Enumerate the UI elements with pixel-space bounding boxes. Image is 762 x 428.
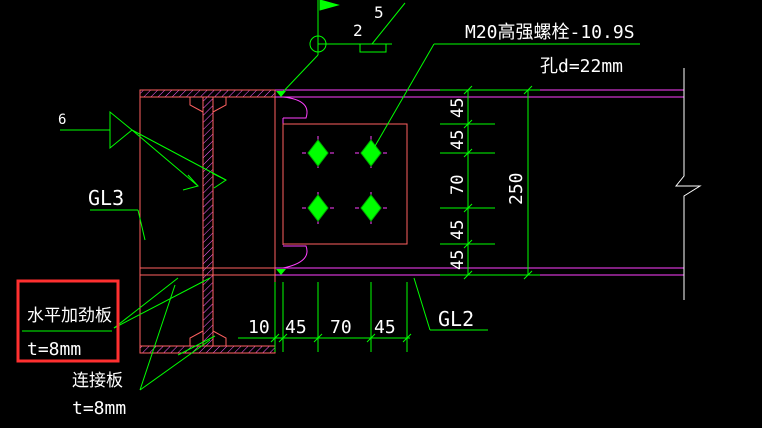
weld-mark-bottom xyxy=(276,269,286,275)
horizontal-dimension-chain xyxy=(238,282,412,352)
gl3-label: GL3 xyxy=(88,186,124,210)
break-line xyxy=(674,68,702,300)
vdim-4: 45 xyxy=(448,250,468,270)
vdim-total: 250 xyxy=(506,172,527,205)
connection-plate xyxy=(282,123,408,245)
conn-plate-thickness: t=8mm xyxy=(72,398,126,419)
hdim-2: 70 xyxy=(330,317,352,338)
highlight-box xyxy=(16,279,120,363)
bolt-1 xyxy=(302,136,334,170)
hole-diameter-label: 孔d=22mm xyxy=(540,56,623,77)
vdim-1: 45 xyxy=(448,130,468,150)
vdim-3: 45 xyxy=(448,220,468,240)
bolt-3 xyxy=(302,192,334,226)
hdim-1: 45 xyxy=(285,317,307,338)
top-flange-hatch xyxy=(139,89,276,98)
weld-mark-top xyxy=(276,91,286,97)
weld-size-6: 6 xyxy=(58,112,66,128)
bottom-flange-hatch xyxy=(139,345,276,354)
conn-plate-name: 连接板 xyxy=(72,371,123,391)
stiffener-thickness: t=8mm xyxy=(27,339,81,360)
vdim-2: 70 xyxy=(448,175,468,195)
stiffener-name: 水平加劲板 xyxy=(27,306,112,326)
gl3-column xyxy=(139,89,276,354)
gl2-beam xyxy=(275,89,684,276)
gl2-label: GL2 xyxy=(438,307,474,331)
hdim-3: 45 xyxy=(374,317,396,338)
bolt-spec-label: M20高强螺栓-10.9S xyxy=(465,22,635,43)
column-web xyxy=(202,96,214,347)
bolt-group xyxy=(302,136,387,226)
vertical-dimension-chain xyxy=(440,85,540,280)
bolt-4 xyxy=(355,192,387,226)
leader-lines xyxy=(60,0,640,391)
vdim-0: 45 xyxy=(448,98,468,118)
weld-size-2: 2 xyxy=(353,21,363,40)
weld-size-5: 5 xyxy=(374,3,384,22)
hdim-0: 10 xyxy=(248,317,270,338)
